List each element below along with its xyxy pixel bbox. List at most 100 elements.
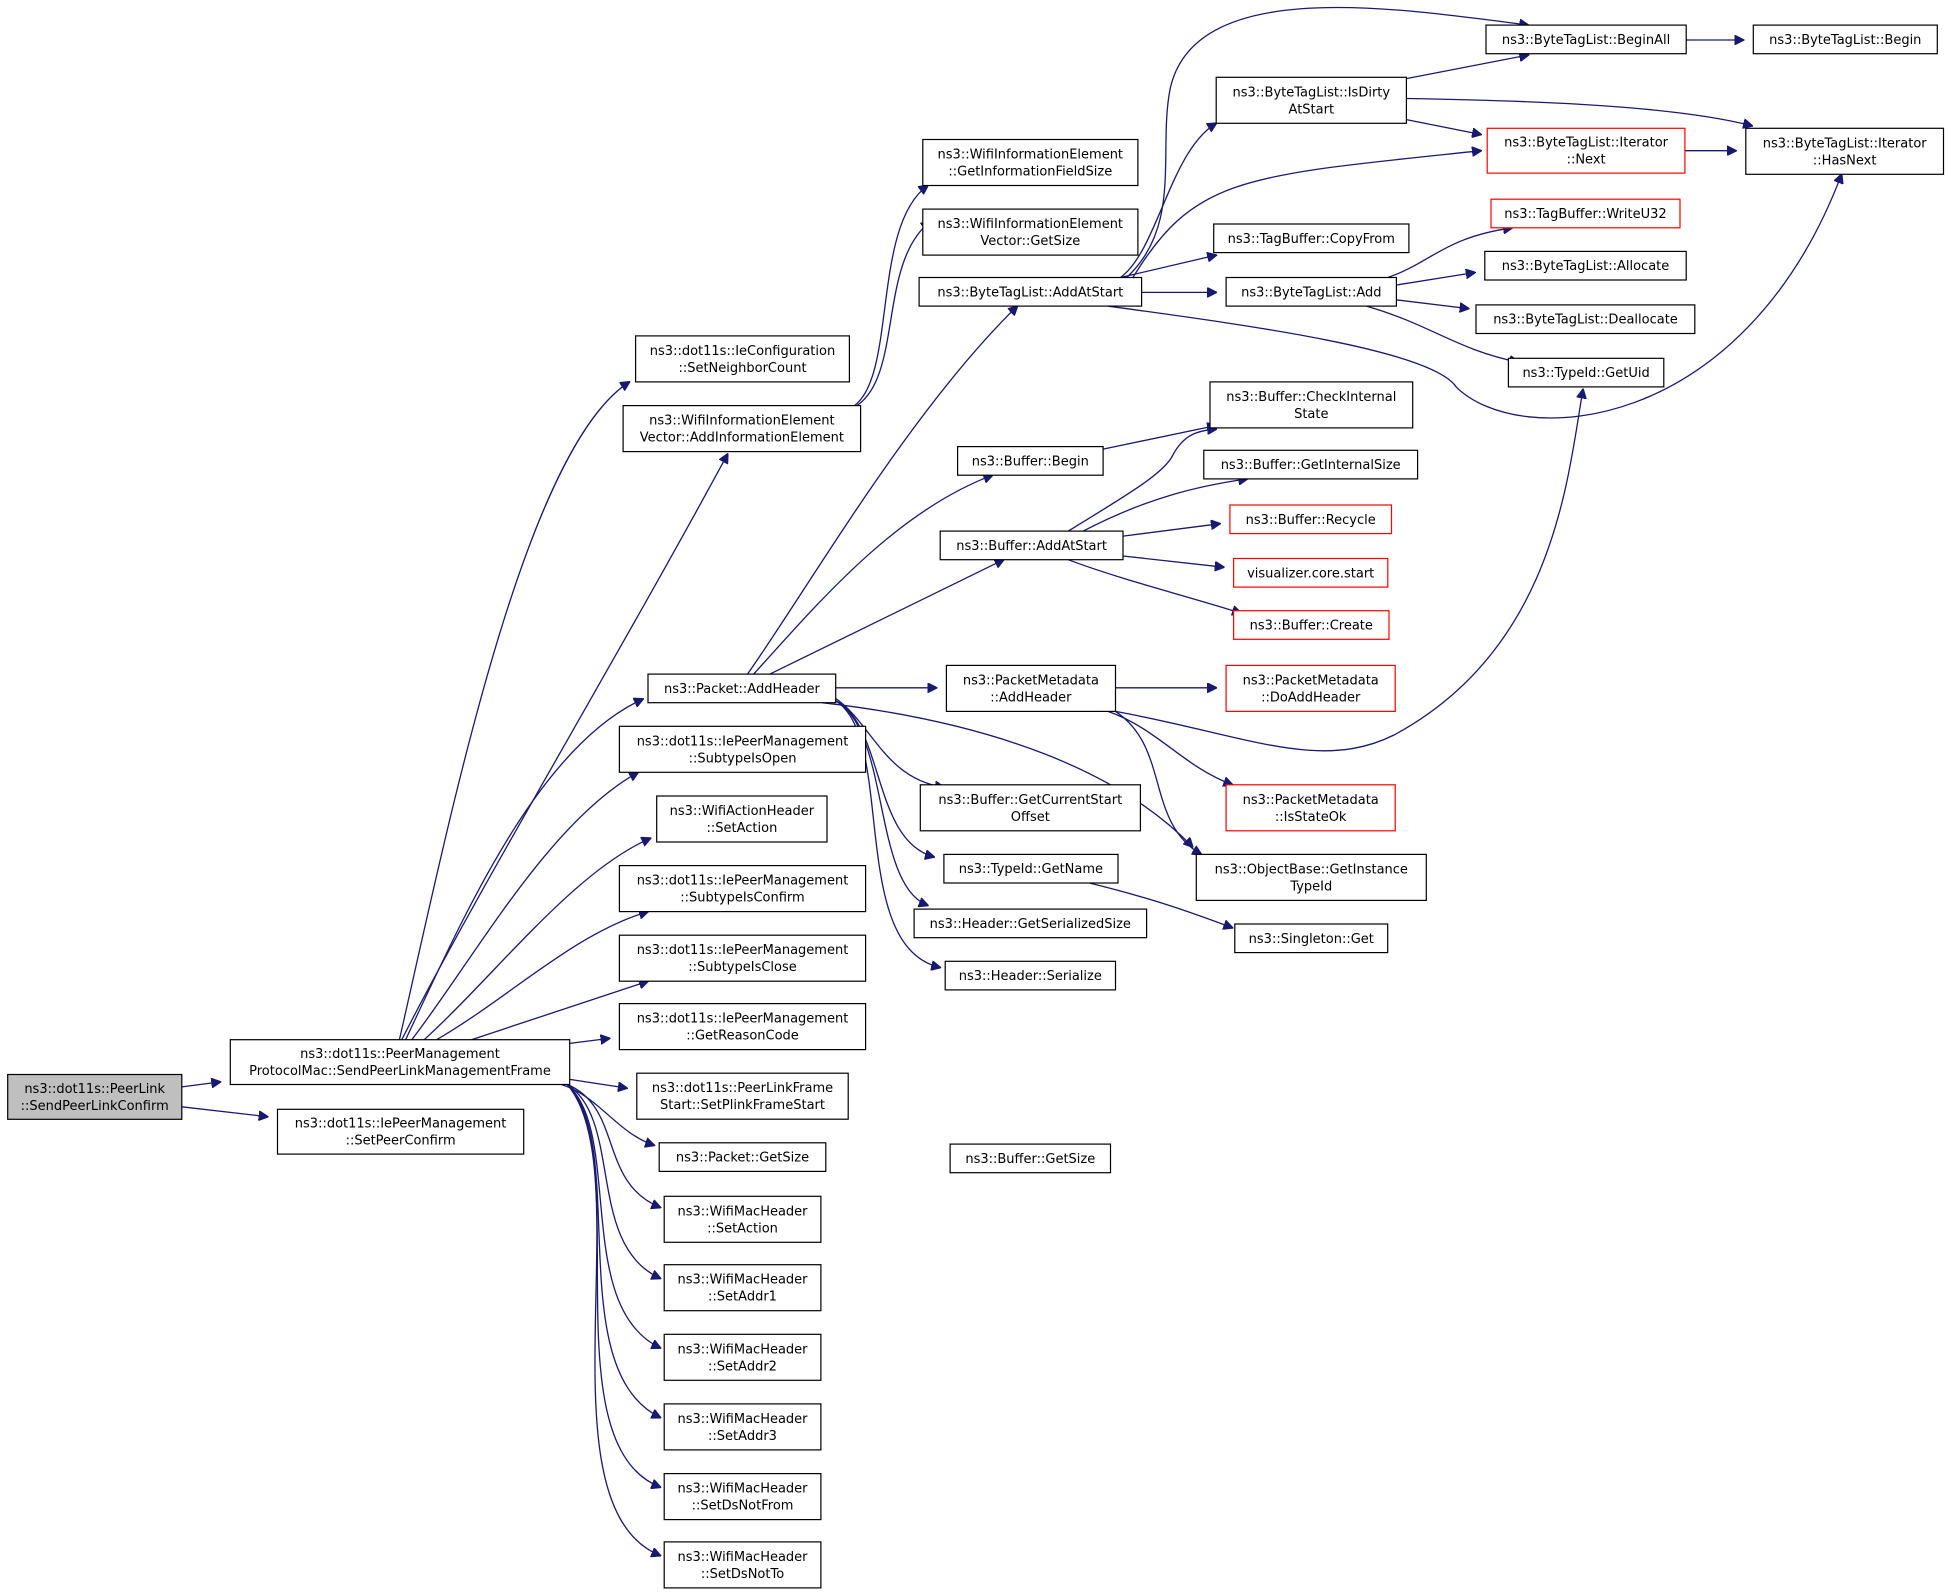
node-label: ns3::dot11s::IeConfiguration [650,344,835,359]
node-box [1232,557,1389,588]
node-singletonget[interactable]: ns3::Singleton::Get [1234,923,1389,954]
node-box [939,530,1124,561]
node-setdsnotfrom[interactable]: ns3::WifiMacHeader::SetDsNotFrom [663,1472,822,1521]
node-addatstart_btl[interactable]: ns3::ByteTagList::AddAtStart [918,276,1143,307]
node-label: ns3::WifiInformationElement [938,217,1124,232]
node-ithasnext[interactable]: ns3::ByteTagList::Iterator::HasNext [1745,127,1945,175]
node-serialize[interactable]: ns3::Header::Serialize [944,960,1117,991]
node-box [656,795,828,843]
node-isstateok[interactable]: ns3::PacketMetadata::IsStateOk [1225,784,1396,832]
edge-addatstart_btl-to-beginall [1126,6,1529,278]
node-copyfrom[interactable]: ns3::TagBuffer::CopyFrom [1213,223,1410,254]
node-subtypeisclose[interactable]: ns3::dot11s::IePeerManagement::SubtypeIs… [618,934,867,982]
node-label: ::Next [1567,153,1606,168]
edge-bufaddatstart-to-recycle [1122,524,1220,537]
node-label: ns3::WifiMacHeader [677,1550,808,1565]
node-box [918,276,1143,307]
node-label: ::GetReasonCode [686,1029,799,1044]
node-setpeerconfirm[interactable]: ns3::dot11s::IePeerManagement::SetPeerCo… [276,1108,525,1155]
edge-isdirty-to-ithasnext [1406,97,1752,126]
edge-btladd-to-writeu32 [1387,228,1512,279]
node-box [663,1472,822,1521]
node-subtypeisconfirm[interactable]: ns3::dot11s::IePeerManagement::SubtypeIs… [618,864,867,913]
node-wmhsetaction[interactable]: ns3::WifiMacHeader::SetAction [663,1195,822,1243]
node-getuid[interactable]: ns3::TypeId::GetUid [1507,357,1665,388]
node-beginall[interactable]: ns3::ByteTagList::BeginAll [1485,24,1687,55]
node-label: ns3::Packet::AddHeader [664,682,820,697]
node-vizstart[interactable]: visualizer.core.start [1232,557,1389,588]
node-label: ns3::Header::Serialize [959,969,1102,984]
node-label: ::SetDsNotTo [701,1567,784,1582]
node-bufbegin[interactable]: ns3::Buffer::Begin [956,446,1104,476]
edge-sendplmf-to-subtypeisconfirm [436,912,648,1041]
node-box [1209,381,1414,429]
node-label: ns3::Packet::GetSize [676,1151,809,1166]
node-label: ns3::TypeId::GetUid [1522,366,1649,381]
node-label: ns3::ByteTagList::IsDirty [1232,85,1390,100]
edge-pktaddheader-to-getcurrentstart [834,697,944,788]
node-label: ns3::ByteTagList::Iterator [1504,136,1669,151]
node-setneighborcount[interactable]: ns3::dot11s::IeConfiguration::SetNeighbo… [634,335,850,383]
edge-addinfoelem-to-getinfofieldsize [854,186,927,407]
edge-pktaddheader-to-serialize [834,699,941,967]
node-wahsetaction[interactable]: ns3::WifiActionHeader::SetAction [656,795,828,843]
node-getserializedsize[interactable]: ns3::Header::GetSerializedSize [913,908,1148,939]
node-wievgetsize[interactable]: ns3::WifiInformationElementVector::GetSi… [922,208,1139,256]
node-label: ns3::dot11s::IePeerManagement [637,734,849,749]
node-box [956,446,1104,476]
edge-pmaddheader-to-getinstancetypeid [1115,710,1202,854]
node-deallocate[interactable]: ns3::ByteTagList::Deallocate [1475,304,1696,335]
node-pktgetsize[interactable]: ns3::Packet::GetSize [658,1142,827,1173]
node-setaddr2[interactable]: ns3::WifiMacHeader::SetAddr2 [663,1333,822,1381]
node-label: Vector::GetSize [980,234,1080,249]
node-label: ns3::Buffer::AddAtStart [956,539,1107,554]
node-recycle[interactable]: ns3::Buffer::Recycle [1229,504,1393,535]
node-getreasoncode[interactable]: ns3::dot11s::IePeerManagement::GetReason… [618,1002,867,1051]
node-pktaddheader[interactable]: ns3::Packet::AddHeader [647,673,837,704]
node-box [913,908,1148,939]
node-label: Start::SetPlinkFrameStart [660,1098,825,1113]
node-label: ns3::dot11s::IePeerManagement [637,943,849,958]
node-box [1225,784,1396,832]
node-writeu32[interactable]: ns3::TagBuffer::WriteU32 [1490,198,1681,229]
node-box [1752,24,1938,55]
node-sendplmf[interactable]: ns3::dot11s::PeerManagementProtocolMac::… [229,1039,571,1086]
edge-btladd-to-deallocate [1396,299,1469,309]
node-label: ns3::dot11s::IePeerManagement [637,1012,849,1027]
node-setaddr1[interactable]: ns3::WifiMacHeader::SetAddr1 [663,1264,822,1312]
node-box [663,1264,822,1312]
node-label: ns3::WifiInformationElement [649,414,835,429]
node-setplinkframestart[interactable]: ns3::dot11s::PeerLinkFrameStart::SetPlin… [636,1072,849,1120]
node-box [1225,276,1397,307]
node-btladd[interactable]: ns3::ByteTagList::Add [1225,276,1397,307]
edge-sendplmf-to-wahsetaction [423,838,650,1041]
node-bufcreate[interactable]: ns3::Buffer::Create [1232,610,1390,640]
node-getinternalsize[interactable]: ns3::Buffer::GetInternalSize [1203,449,1419,480]
node-label: ::SetAddr1 [708,1290,777,1305]
node-box [663,1541,822,1589]
node-getname[interactable]: ns3::TypeId::GetName [943,853,1119,884]
node-label: TypeId [1289,879,1332,894]
node-addinfoelem[interactable]: ns3::WifiInformationElementVector::AddIn… [622,405,862,453]
edge-sendplmf-to-setdsnotto [566,1083,660,1555]
node-bufgetsize[interactable]: ns3::Buffer::GetSize [949,1143,1112,1174]
node-label: ::GetInformationFieldSize [948,165,1112,180]
node-subtypeisopen[interactable]: ns3::dot11s::IePeerManagement::SubtypeIs… [618,725,867,773]
node-label: ns3::PacketMetadata [963,673,1099,688]
node-pmaddheader[interactable]: ns3::PacketMetadata::AddHeader [945,664,1117,713]
node-itnext[interactable]: ns3::ByteTagList::Iterator::Next [1486,127,1686,174]
node-setdsnotto[interactable]: ns3::WifiMacHeader::SetDsNotTo [663,1541,822,1589]
node-doaddheader[interactable]: ns3::PacketMetadata::DoAddHeader [1225,664,1396,713]
node-bufaddatstart[interactable]: ns3::Buffer::AddAtStart [939,530,1124,561]
edge-isdirty-to-beginall [1406,55,1528,80]
node-getinfofieldsize[interactable]: ns3::WifiInformationElement::GetInformat… [922,138,1139,187]
node-label: ns3::WifiMacHeader [677,1412,808,1427]
node-setaddr3[interactable]: ns3::WifiMacHeader::SetAddr3 [663,1403,822,1451]
node-allocate[interactable]: ns3::ByteTagList::Allocate [1484,250,1687,281]
node-btlbegin[interactable]: ns3::ByteTagList::Begin [1752,24,1938,55]
node-label: ns3::ByteTagList::Iterator [1763,136,1928,151]
